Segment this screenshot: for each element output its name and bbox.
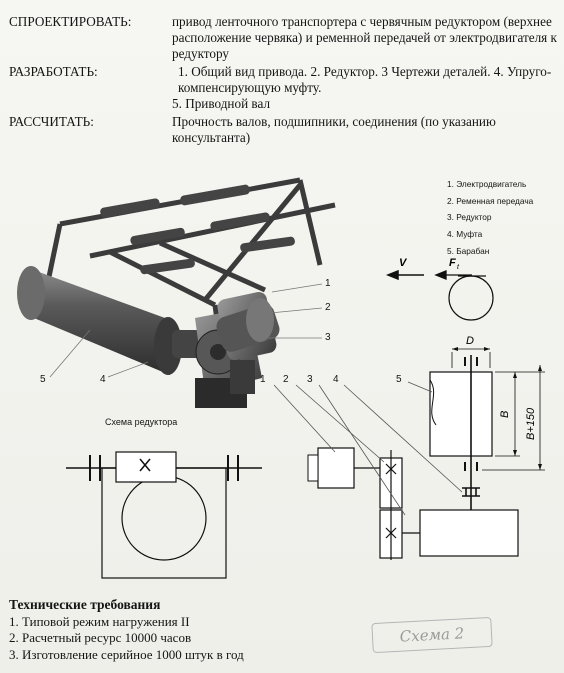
reducer-scheme-title: Схема редуктора xyxy=(105,417,178,427)
technical-requirements: Технические требования 1. Типовой режим … xyxy=(9,597,244,663)
design-label: СПРОЕКТИРОВАТЬ: xyxy=(9,14,132,29)
velocity-label: V xyxy=(399,257,408,269)
requirement-item: 3. Изготовление серийное 1000 штук в год xyxy=(9,646,244,662)
dim-b150-label: B+150 xyxy=(525,407,537,440)
legend-item: 2. Ременная передача xyxy=(447,195,534,206)
drive-unit xyxy=(172,291,280,408)
requirement-item: 2. Расчетный ресурс 10000 часов xyxy=(9,630,192,645)
photo-callout-4: 4 xyxy=(100,374,106,385)
scheme-callout-4: 4 xyxy=(333,374,339,385)
legend-item: 4. Муфта xyxy=(447,229,483,240)
photo-callout-3: 3 xyxy=(325,332,331,343)
force-subscript: t xyxy=(457,264,460,271)
drum-section xyxy=(448,275,494,321)
force-arrow xyxy=(434,270,472,280)
motor-box xyxy=(317,447,355,489)
calculate-text: Прочность валов, подшипники, соединения … xyxy=(172,114,496,145)
reducer-box xyxy=(419,509,519,557)
task-block: СПРОЕКТИРОВАТЬ: привод ленточного трансп… xyxy=(9,14,559,148)
requirement-item: 1. Типовой режим нагружения II xyxy=(9,613,190,629)
component-legend: 1. Электродвигатель 2. Ременная передача… xyxy=(447,176,533,260)
dim-b-label: B xyxy=(499,411,511,418)
legend-item: 1. Электродвигатель xyxy=(447,179,527,189)
develop-text: 1. Общий вид привода. 2. Редуктор. 3 Чер… xyxy=(172,64,559,112)
idler-rollers xyxy=(100,184,295,275)
drum xyxy=(17,266,182,375)
scheme-callout-5: 5 xyxy=(396,374,402,385)
design-text: привод ленточного транспортера с червячн… xyxy=(172,14,557,61)
develop-line-2: 5. Приводной вал xyxy=(172,96,271,111)
dim-d-label: D xyxy=(466,335,474,347)
photo-callout-2: 2 xyxy=(325,302,331,313)
scheme-callout-2: 2 xyxy=(283,374,289,385)
task-develop-row: РАЗРАБОТАТЬ: 1. Общий вид привода. 2. Ре… xyxy=(9,64,559,112)
task-design-row: СПРОЕКТИРОВАТЬ: привод ленточного трансп… xyxy=(9,14,559,62)
calculate-label: РАССЧИТАТЬ: xyxy=(9,114,94,129)
photo-callout-1: 1 xyxy=(325,278,331,289)
force-label: F xyxy=(449,257,456,269)
scheme-callout-1: 1 xyxy=(260,374,266,385)
photo-callout-5: 5 xyxy=(40,374,46,385)
velocity-arrow xyxy=(385,269,424,281)
scheme-stamp: Схема 2 xyxy=(371,616,493,654)
legend-item: 3. Редуктор xyxy=(447,212,492,223)
legend-item: 5. Барабан xyxy=(447,245,490,256)
reducer-scheme xyxy=(66,451,262,579)
develop-label: РАЗРАБОТАТЬ: xyxy=(9,64,98,79)
develop-line-1: 1. Общий вид привода. 2. Редуктор. 3 Чер… xyxy=(178,64,552,95)
task-calculate-row: РАССЧИТАТЬ: Прочность валов, подшипники,… xyxy=(9,114,559,146)
coupling-symbol xyxy=(462,487,480,497)
scheme-callout-3: 3 xyxy=(307,374,313,385)
drum-body xyxy=(429,371,493,457)
requirements-title: Технические требования xyxy=(9,597,161,612)
